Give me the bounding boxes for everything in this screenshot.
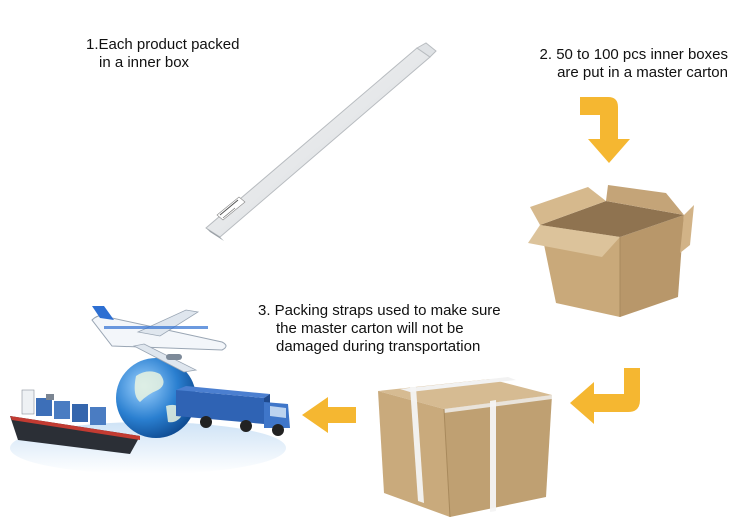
arrow-icon — [302, 397, 356, 433]
step-1-line-2: in a inner box — [99, 54, 190, 71]
step-1-line-1: 1.Each product packed — [86, 36, 240, 53]
step-1-text: 1.Each product packed in a inner box — [86, 36, 239, 72]
step-3-line-3: damaged during transportation — [276, 338, 481, 355]
step-3-line-1: 3. Packing straps used to make sure — [258, 302, 501, 319]
step-3-text: 3. Packing straps used to make sure the … — [258, 302, 501, 356]
arrow-icon — [580, 97, 630, 163]
ship-icon — [10, 389, 140, 454]
step-2-line-2: are put in a master carton — [557, 64, 728, 81]
airplane-icon — [91, 306, 227, 373]
strapped-carton-icon — [378, 377, 552, 518]
truck-icon — [176, 386, 290, 436]
globe-transport-icon — [10, 306, 290, 474]
step-3-line-2: the master carton will not be — [276, 320, 464, 337]
step-2-line-1: 2. 50 to 100 pcs inner boxes — [539, 46, 728, 63]
product-tube-icon — [205, 42, 437, 241]
step-2-text: 2. 50 to 100 pcs inner boxes are put in … — [540, 46, 728, 82]
open-carton-icon — [528, 185, 694, 317]
arrow-icon — [570, 368, 640, 424]
